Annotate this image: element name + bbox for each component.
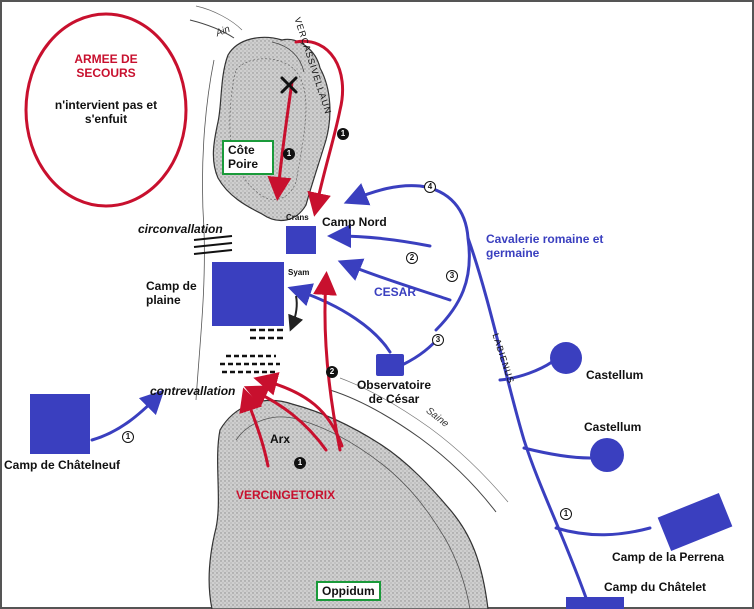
vercingetorix-route-3 [239,387,270,468]
labienus-castellum-2 [522,446,592,460]
castellum-1-label: Castellum [586,368,644,382]
cesar-label: CESAR [374,285,417,299]
marker-3-north: 3 [446,270,458,282]
oppidum-label: Oppidum [316,581,381,602]
camp-plaine-label: Camp de plaine [146,279,197,308]
river-saine-line [329,389,497,513]
route-cesar-to-plaine [287,283,392,354]
castellum-2-circle [590,438,624,472]
marker-1-vercassivellaun: 1 [337,128,349,140]
marker-1-chatelneuf: 1 [122,431,134,443]
camp-perrena-label: Camp de la Perrena [612,550,725,564]
marker-1-labienus: 1 [560,508,572,520]
river-ain-line2 [195,5,243,31]
crans-label: Crans [286,213,309,222]
south-plateau-contour [235,416,471,609]
camp-nord-square [286,226,316,254]
armee-title: ARMEE DE SECOURS [74,52,138,81]
river-ain-line [189,19,235,39]
route-2 [327,224,432,249]
labienus-main [466,236,592,609]
circonvallation-works [193,235,233,255]
marker-4: 4 [424,181,436,193]
camp-plaine-square [212,262,284,326]
camp-chatelneuf-square [30,394,90,454]
arx-label: Arx [270,432,291,446]
marker-2-gaul: 2 [326,366,338,378]
marker-1-vercingetorix: 1 [294,457,306,469]
labienus-perrena [554,526,652,537]
roman-movements [90,183,652,609]
vercassivellaun-route [294,39,345,217]
contrevallation-works [220,328,284,374]
castellum-1-circle [550,342,582,374]
camp-nord-label: Camp Nord [322,215,387,229]
x-mark [280,76,298,94]
marker-3-south: 3 [432,334,444,346]
north-hill-ridge [271,41,305,73]
cote-poire-label: Côte Poire [222,140,274,175]
south-plateau [208,399,489,609]
observatoire-square [376,354,404,376]
castellum-2-label: Castellum [584,420,642,434]
contrevallation-label: contrevallation [150,384,236,398]
cavalry-route-arc [434,236,471,332]
camp-perrena-rect [657,492,733,552]
armee-de-secours-ellipse [24,12,188,208]
camp-chatelneuf-label: Camp de Châtelneuf [4,458,121,472]
camp-chatelet-rect [566,597,624,609]
marker-2-roman: 2 [406,252,418,264]
north-hill-inner-outline [229,58,307,200]
cavalerie-label: Cavalerie romaine et germaine [486,232,604,261]
labienus-castellum-1 [498,360,554,382]
river-saine-line2 [339,377,509,503]
route-3 [337,258,452,302]
plaine-arrow [288,295,304,332]
cavalry-route-4 [343,183,470,240]
west-boundary [195,59,215,401]
marker-1-cote-poire: 1 [283,148,295,160]
vercingetorix-label: VERCINGETORIX [236,488,336,502]
vercassivellaun-split [267,80,294,201]
camp-chatelet-label: Camp du Châtelet [604,580,707,594]
chatelneuf-route [90,389,165,442]
armee-note: n'intervient pas et s'enfuit [54,98,158,127]
observatoire-label: Observatoire de César [356,378,432,407]
syam-label: Syam [288,268,310,277]
circonvallation-label: circonvallation [138,222,223,236]
